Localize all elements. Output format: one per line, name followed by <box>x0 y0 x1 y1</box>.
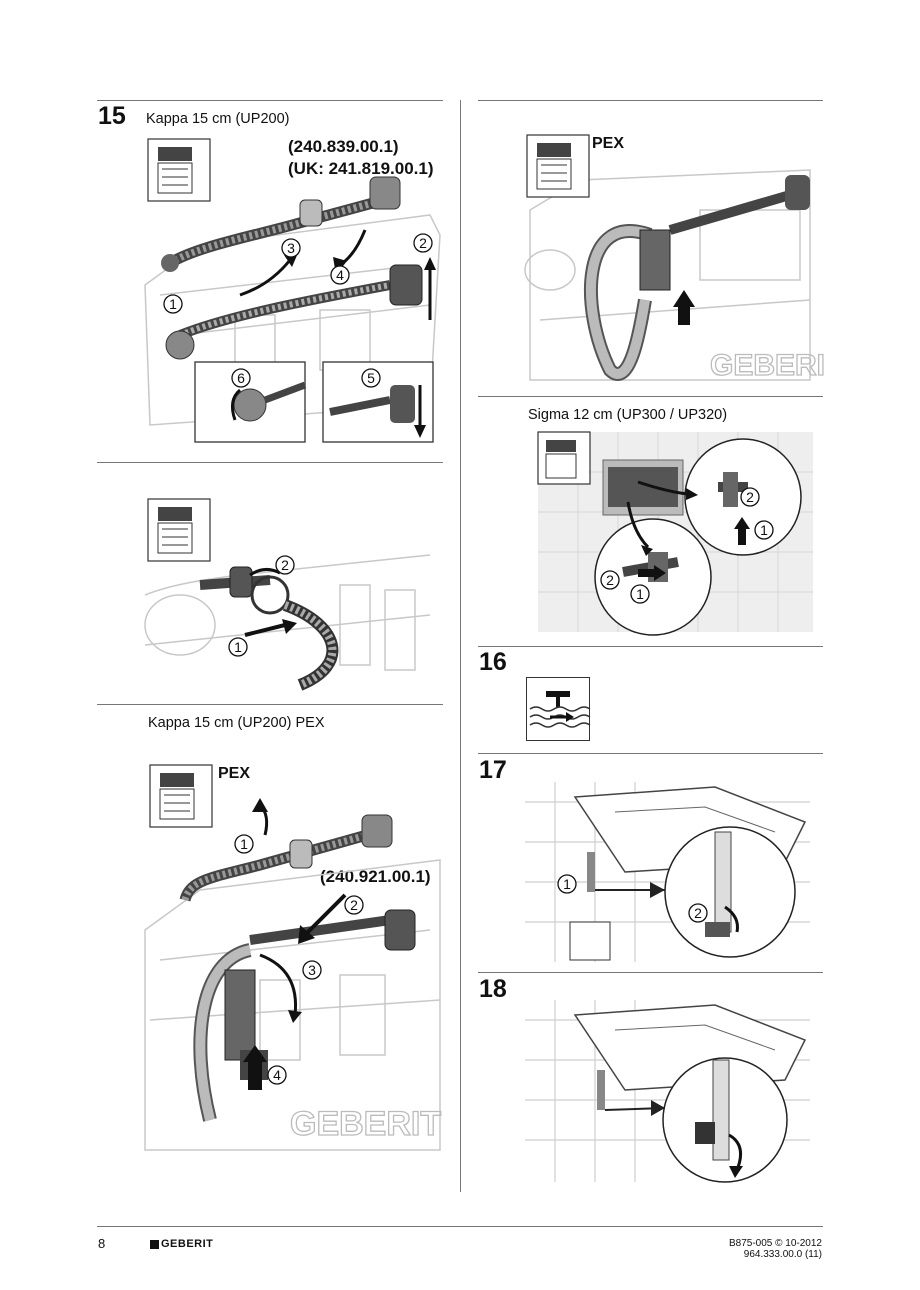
callout-marker: 1 <box>760 522 768 538</box>
water-on-icon <box>526 677 591 741</box>
callout-marker: 3 <box>287 240 295 256</box>
callout-marker: 5 <box>367 370 375 386</box>
footer-divider <box>97 1226 823 1227</box>
module-icon <box>149 764 213 828</box>
callout-marker: 2 <box>350 897 358 913</box>
callout-marker: 1 <box>169 296 177 312</box>
callout-marker: 2 <box>694 905 702 921</box>
installation-illustration-15a: 1 2 3 4 5 6 <box>144 138 441 443</box>
step-caption: Kappa 15 cm (UP200) PEX <box>148 715 325 731</box>
callout-marker: 4 <box>336 267 344 283</box>
section-divider <box>478 396 823 397</box>
callout-marker: 3 <box>308 962 316 978</box>
logo-square-icon <box>150 1239 159 1249</box>
step-caption: Kappa 15 cm (UP200) <box>146 111 290 127</box>
callout-marker: 1 <box>240 836 248 852</box>
installation-illustration-15d: GEBERI <box>524 134 826 383</box>
installation-illustration-18 <box>525 1000 810 1183</box>
page-number: 8 <box>98 1236 106 1251</box>
module-icon <box>147 498 211 562</box>
section-divider <box>97 100 443 101</box>
step-number: 15 <box>98 102 126 130</box>
step-number: 18 <box>479 975 507 1003</box>
section-divider <box>97 462 443 463</box>
callout-marker: 2 <box>746 489 754 505</box>
step-number: 17 <box>479 756 507 784</box>
section-divider <box>478 972 823 973</box>
callout-marker: 2 <box>606 572 614 588</box>
module-icon <box>537 431 591 485</box>
brand-logo: GEBERIT <box>150 1238 213 1250</box>
pex-label: PEX <box>592 135 625 152</box>
section-divider <box>478 646 823 647</box>
brand-watermark: GEBERIT <box>290 1105 441 1143</box>
installation-illustration-15b: 2 1 <box>144 498 431 691</box>
installation-illustration-17: 1 2 <box>525 782 810 962</box>
module-icon <box>526 134 590 198</box>
column-divider <box>460 100 461 1192</box>
section-divider <box>97 704 443 705</box>
callout-marker: 4 <box>273 1067 281 1083</box>
brand-watermark: GEBERI <box>710 349 825 382</box>
module-icon <box>147 138 211 202</box>
step-caption: Sigma 12 cm (UP300 / UP320) <box>528 407 728 423</box>
callout-marker: 1 <box>563 876 571 892</box>
article-number: (240.839.00.1) (UK: 241.819.00.1) <box>288 137 434 178</box>
section-divider <box>478 753 823 754</box>
callout-marker: 1 <box>636 586 644 602</box>
callout-marker: 6 <box>237 370 245 386</box>
callout-marker: 2 <box>419 235 427 251</box>
step-number: 16 <box>479 648 507 676</box>
callout-marker: 2 <box>281 557 289 573</box>
section-divider <box>478 100 823 101</box>
installation-illustration-15c: 1 2 3 4 GEBERIT <box>144 764 442 1151</box>
callout-marker: 1 <box>234 639 242 655</box>
installation-illustration-15e: 2 1 2 1 <box>537 431 813 636</box>
pex-label: PEX <box>218 765 251 782</box>
document-reference: B875-005 © 10-2012 964.333.00.0 (11) <box>729 1238 822 1260</box>
